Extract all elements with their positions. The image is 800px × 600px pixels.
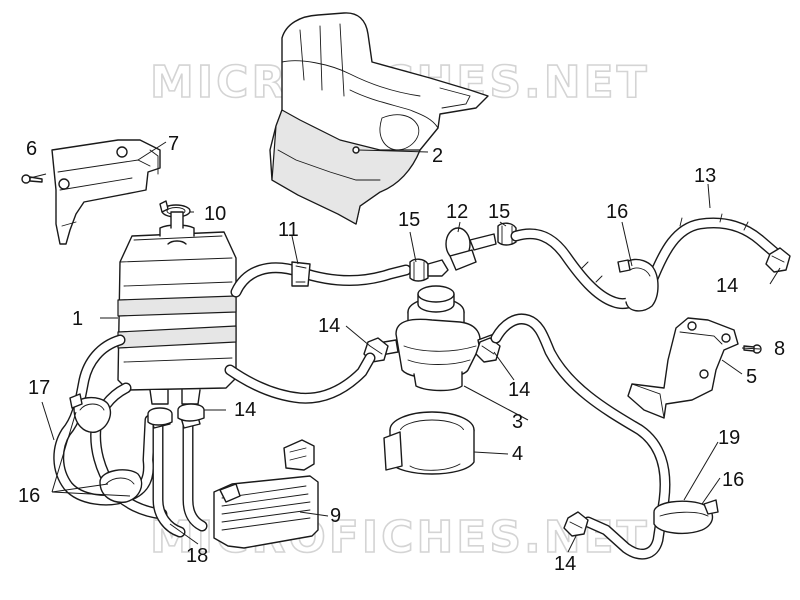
canister-vent-hose [224, 352, 376, 404]
callout-6: 6 [26, 138, 37, 160]
callout-13: 13 [694, 165, 716, 187]
clip-stack [213, 439, 319, 549]
callout-15-left: 15 [398, 209, 420, 231]
inline-filter [427, 227, 497, 277]
screw [21, 174, 43, 184]
mounting-bracket [627, 317, 739, 419]
callouts: 1 2 3 4 5 6 7 8 9 10 11 12 13 14 14 14 1… [18, 133, 785, 575]
callout-17: 17 [28, 377, 50, 399]
hose-19 [490, 313, 671, 560]
callout-19: 19 [718, 427, 740, 449]
callout-14-valve-left: 14 [318, 315, 340, 337]
clamp-16-left-lower [99, 469, 143, 503]
callout-14-lower: 14 [554, 553, 576, 575]
callout-15-right: 15 [488, 201, 510, 223]
callout-12: 12 [446, 201, 468, 223]
callout-2: 2 [432, 145, 443, 167]
callout-11: 11 [278, 219, 299, 241]
callout-1: 1 [72, 308, 83, 330]
callout-16-lower-right: 16 [722, 469, 744, 491]
callout-18: 18 [186, 545, 208, 567]
clamp-16-left-upper [69, 393, 112, 433]
charcoal-canister [117, 211, 237, 405]
callout-16-left: 16 [18, 485, 40, 507]
clamp-15-right [497, 222, 517, 246]
callout-14-right: 14 [716, 275, 738, 297]
callout-7: 7 [168, 133, 179, 155]
callout-9: 9 [330, 505, 341, 527]
callout-5: 5 [746, 366, 757, 388]
clamp-14-canister-right [177, 403, 205, 422]
clamp-14-right [765, 247, 791, 273]
clamp-16-upper [617, 258, 659, 312]
callout-4: 4 [512, 443, 523, 465]
clamp-14-lower [563, 511, 589, 537]
callout-8: 8 [774, 338, 785, 360]
hose-11 [230, 261, 412, 298]
valve-holder [383, 411, 475, 475]
callout-16-upper: 16 [606, 201, 628, 223]
bracket [51, 139, 161, 245]
storage-compartment [269, 12, 489, 225]
callout-10: 10 [204, 203, 226, 225]
callout-14-canister: 14 [234, 399, 256, 421]
callout-3: 3 [512, 411, 523, 433]
callout-14-valve-right: 14 [508, 379, 530, 401]
clamp-15-left [409, 258, 429, 282]
clamp-16-lower [653, 499, 719, 535]
clamp-14-valve-right [475, 337, 501, 363]
clamp-14-canister-left [147, 407, 173, 426]
leader-lines [29, 141, 781, 553]
purge-valve [371, 285, 497, 392]
